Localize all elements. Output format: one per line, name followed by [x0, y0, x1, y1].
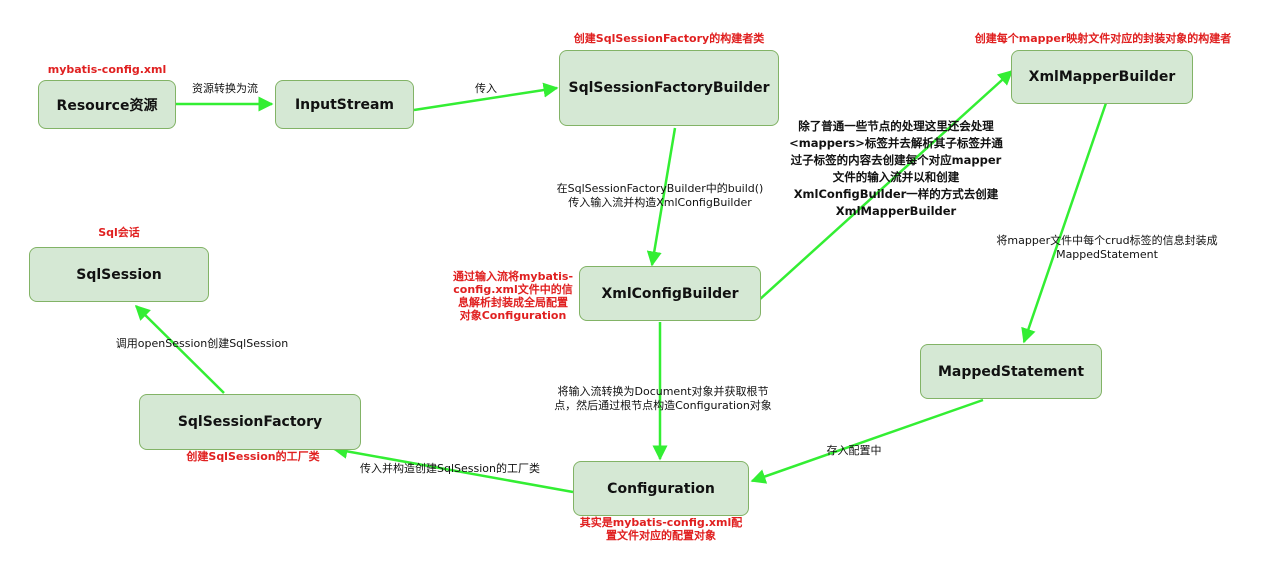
- label-stream-to-ssfb: 传入: [475, 82, 497, 95]
- node-xmlmapperbuilder[interactable]: XmlMapperBuilder: [1011, 50, 1193, 104]
- annotation-sql-session: Sql会话: [98, 226, 140, 239]
- node-resource[interactable]: Resource资源: [38, 80, 176, 129]
- edge-configuration-to-ssf: [332, 444, 574, 494]
- annotation-configuration: 其实是mybatis-config.xml配 置文件对应的配置对象: [579, 516, 743, 542]
- annotation-mybatis-config: mybatis-config.xml: [47, 63, 167, 76]
- annotation-ssfb: 创建SqlSessionFactory的构建者类: [573, 32, 765, 45]
- node-mappedstatement[interactable]: MappedStatement: [920, 344, 1102, 399]
- node-configuration[interactable]: Configuration: [573, 461, 749, 516]
- node-sqlsessionfactory[interactable]: SqlSessionFactory: [139, 394, 361, 450]
- node-sqlsession[interactable]: SqlSession: [29, 247, 209, 302]
- label-ssf-to-sqlsession: 调用openSession创建SqlSession: [115, 337, 289, 350]
- label-mapper-to-mapped: 将mapper文件中每个crud标签的信息封装成 MappedStatement: [996, 234, 1218, 261]
- edge-ssf-to-sqlsession: [134, 304, 225, 394]
- annotation-ssf: 创建SqlSession的工厂类: [186, 450, 320, 463]
- label-xmlconfig-to-configuration: 将输入流转换为Document对象并获取根节 点，然后通过根节点构造Config…: [554, 385, 772, 412]
- edge-mapped-to-configuration: [750, 398, 984, 484]
- node-sqlsessionfactorybuilder[interactable]: SqlSessionFactoryBuilder: [559, 50, 779, 126]
- edge-ssfb-to-xmlconfig: [646, 127, 677, 267]
- node-xmlconfigbuilder[interactable]: XmlConfigBuilder: [579, 266, 761, 321]
- label-xmlconfig-to-mapper: 除了普通一些节点的处理这里还会处理 <mappers>标签并去解析其子标签并通 …: [789, 119, 1003, 218]
- annotation-mapper: 创建每个mapper映射文件对应的封装对象的构建者: [974, 32, 1232, 45]
- node-inputstream[interactable]: InputStream: [275, 80, 414, 129]
- edge-mapper-to-mapped: [1021, 102, 1108, 344]
- annotation-xmlconfig: 通过输入流将mybatis- config.xml文件中的信 息解析封装成全局配…: [452, 270, 574, 322]
- label-ssfb-to-xmlconfig: 在SqlSessionFactoryBuilder中的build() 传入输入流…: [556, 182, 764, 209]
- edge-stream-to-ssfb: [413, 82, 559, 112]
- label-mapped-to-configuration: 存入配置中: [826, 444, 882, 457]
- label-configuration-to-ssf: 传入并构造创建SqlSession的工厂类: [360, 462, 540, 475]
- label-resource-to-stream: 资源转换为流: [192, 82, 258, 95]
- edge-xmlconfig-to-mapper: [758, 69, 1014, 301]
